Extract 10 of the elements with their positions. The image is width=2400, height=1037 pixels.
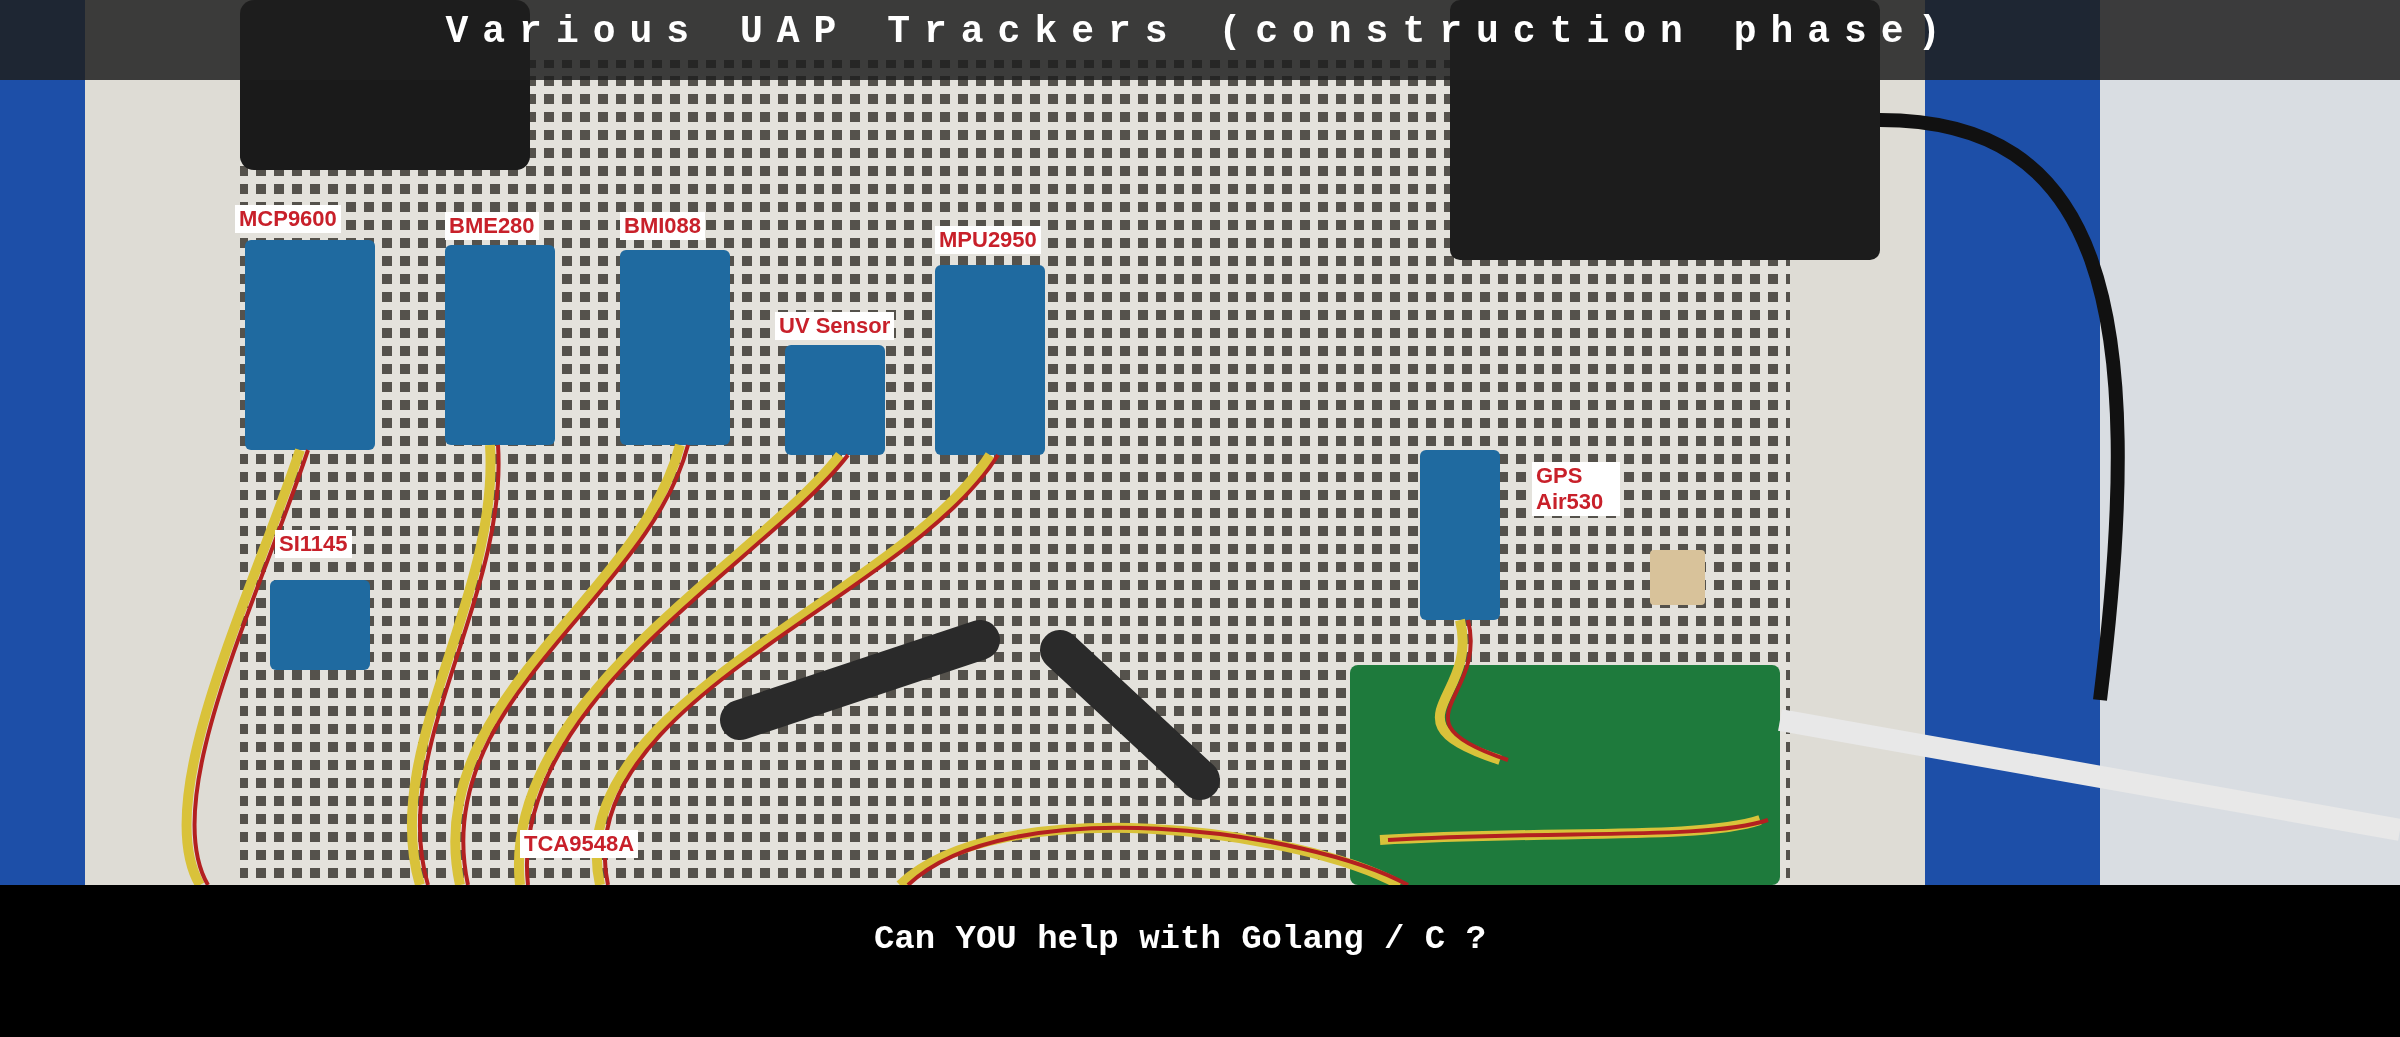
part-label: GPS Air530	[1532, 462, 1620, 516]
title: Various UAP Trackers (construction phase)	[0, 0, 2400, 80]
part-label: UV Sensor	[775, 312, 895, 340]
part-label: MCP9600	[235, 205, 341, 233]
part-label: TCA9548A	[520, 830, 639, 858]
part-label: BMI088	[620, 212, 706, 240]
part-label: BME280	[445, 212, 539, 240]
part-label: SI1145	[275, 530, 352, 558]
help-text: Can YOU help with Golang / C ?	[872, 920, 1488, 958]
part-label: MPU2950	[935, 226, 1041, 254]
